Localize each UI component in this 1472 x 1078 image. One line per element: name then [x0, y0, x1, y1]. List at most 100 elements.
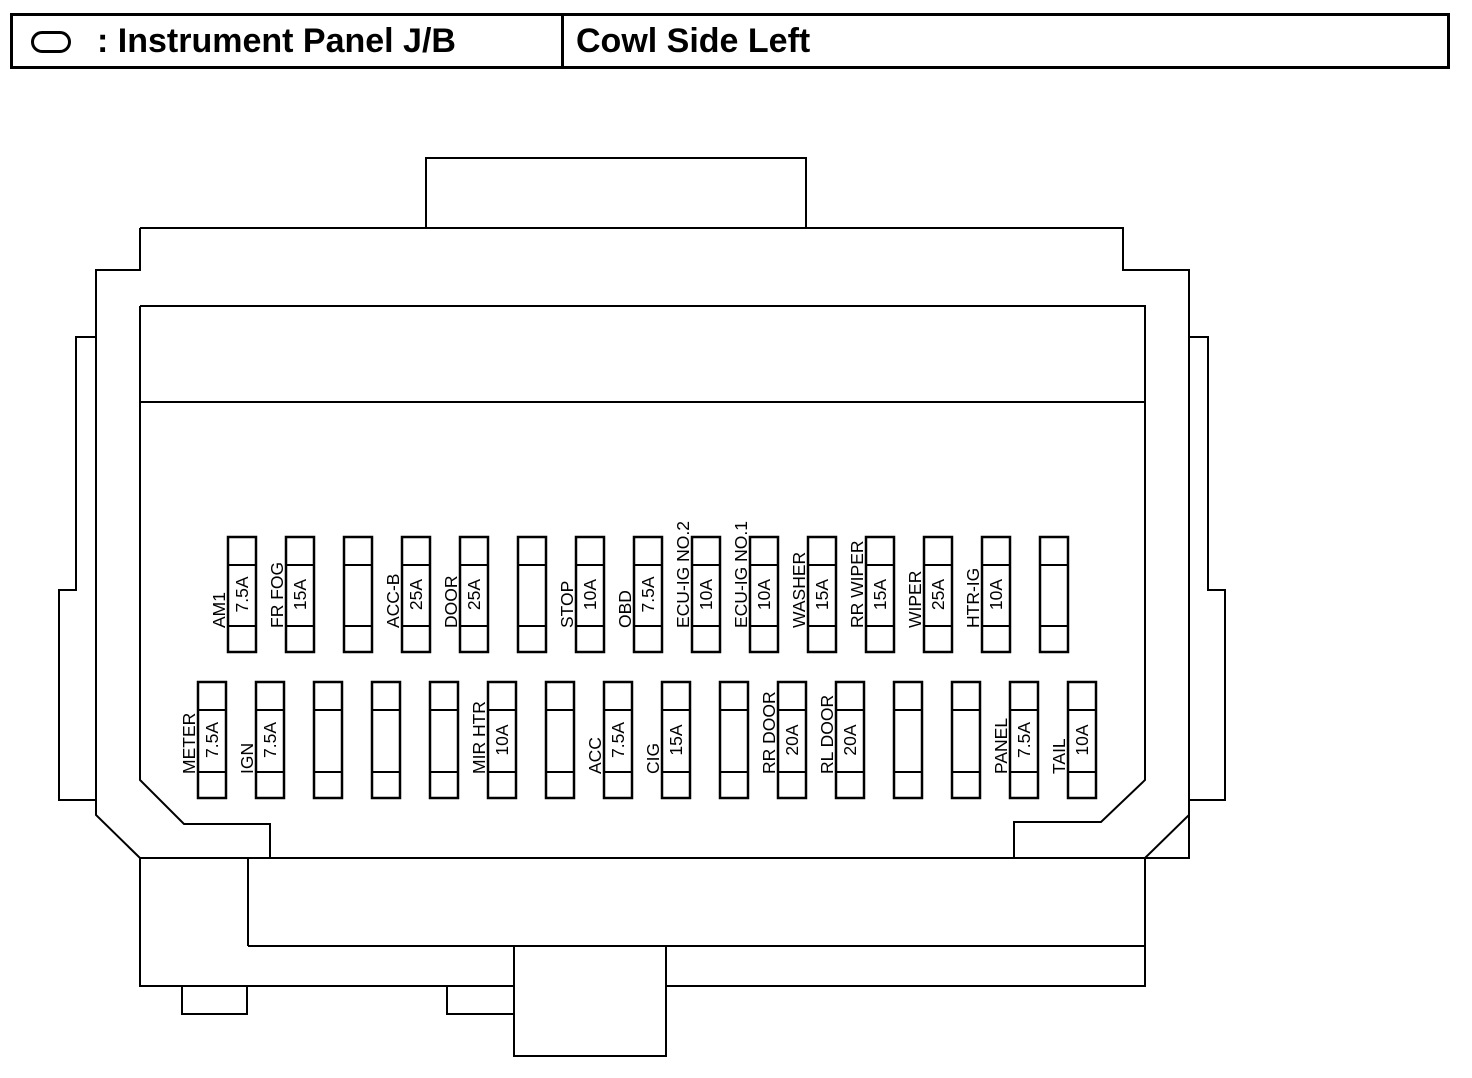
- fuse-rating: 7.5A: [260, 722, 280, 758]
- fuse-label: ACC-B: [383, 574, 403, 628]
- fuse-spare-fuses_bottom-14: [950, 680, 982, 800]
- header-location-cell: Cowl Side Left: [564, 16, 1447, 66]
- housing-bottom-section: [139, 858, 1146, 987]
- fuse-body: [922, 535, 954, 654]
- fuse-rating: 25A: [406, 579, 426, 610]
- fuse-rating: 7.5A: [232, 576, 252, 612]
- fuse-label: ECU-IG NO.2: [673, 521, 693, 628]
- fuse-label: CIG: [643, 743, 663, 774]
- fuse-rating: 20A: [840, 724, 860, 755]
- fuse-body: [458, 535, 490, 654]
- fuse-rating: 7.5A: [1014, 722, 1034, 758]
- fuse-rating: 10A: [1072, 724, 1092, 755]
- header-table: : Instrument Panel J/B Cowl Side Left: [10, 13, 1450, 69]
- fuse-label: WIPER: [905, 571, 925, 628]
- fuse-rating: 25A: [928, 579, 948, 610]
- fuse-label: WASHER: [789, 552, 809, 628]
- fuse-body: [892, 680, 924, 800]
- fuse-body: [980, 535, 1012, 654]
- housing-right-clip: [1189, 336, 1226, 801]
- fuse-body: [864, 535, 896, 654]
- fuse-body: [254, 680, 286, 800]
- fuse-body: [370, 680, 402, 800]
- fuse-rating: 15A: [290, 579, 310, 610]
- fuse-spare-fuses_bottom-10: [718, 680, 750, 800]
- fuse-spare-fuses_top-6: [516, 535, 548, 654]
- fuse-body: [312, 680, 344, 800]
- junction-block-name: : Instrument Panel J/B: [97, 21, 456, 60]
- fuse-body: [428, 680, 460, 800]
- housing-top-tab: [425, 157, 807, 229]
- fuse-label: ECU-IG NO.1: [731, 521, 751, 628]
- fuse-body: [834, 680, 866, 800]
- fuse-rating: 15A: [666, 724, 686, 755]
- fuse-body: [660, 680, 692, 800]
- fuse-rating: 25A: [464, 579, 484, 610]
- fuse-body: [574, 535, 606, 654]
- fuse-body: [602, 680, 634, 800]
- housing-inner-panel: [139, 305, 1146, 858]
- fuse-spare-fuses_bottom-3: [312, 680, 344, 800]
- fuse-label: TAIL: [1049, 738, 1069, 774]
- fuse-body: [284, 535, 316, 654]
- housing-left-clip: [58, 336, 96, 801]
- fuse-spare-fuses_top-3: [342, 535, 374, 654]
- fuse-spare-fuses_top-15: [1038, 535, 1070, 654]
- fuse-rating: 15A: [870, 579, 890, 610]
- fuse-body: [718, 680, 750, 800]
- fuse-body: [1038, 535, 1070, 654]
- oval-legend-icon: [31, 31, 71, 53]
- fuse-label: AM1: [209, 592, 229, 628]
- fuse-rating: 7.5A: [638, 576, 658, 612]
- fuse-body: [544, 680, 576, 800]
- fuse-label: METER: [179, 713, 199, 774]
- fuse-spare-fuses_bottom-7: [544, 680, 576, 800]
- fuse-label: PANEL: [991, 718, 1011, 774]
- fuse-body: [776, 680, 808, 800]
- junction-block-location: Cowl Side Left: [576, 21, 811, 60]
- fuse-body: [1066, 680, 1098, 800]
- fuse-body: [1008, 680, 1040, 800]
- header-legend-cell: : Instrument Panel J/B: [13, 16, 564, 66]
- fuse-label: RR WIPER: [847, 541, 867, 629]
- fuse-spare-fuses_bottom-13: [892, 680, 924, 800]
- fuse-label: HTR-IG: [963, 568, 983, 628]
- fuse-label: RR DOOR: [759, 691, 779, 774]
- fuse-label: OBD: [615, 590, 635, 628]
- fuse-body: [400, 535, 432, 654]
- fuse-rating: 7.5A: [608, 722, 628, 758]
- fuse-rating: 7.5A: [202, 722, 222, 758]
- housing-foot-center: [446, 986, 514, 1015]
- fuse-label: ACC: [585, 737, 605, 774]
- fuse-body: [690, 535, 722, 654]
- fuse-label: FR FOG: [267, 562, 287, 628]
- fuse-rating: 20A: [782, 724, 802, 755]
- fuse-body: [806, 535, 838, 654]
- fuse-body: [516, 535, 548, 654]
- fuse-body: [950, 680, 982, 800]
- fuse-body: [632, 535, 664, 654]
- fuse-body: [748, 535, 780, 654]
- fuse-rating: 10A: [986, 579, 1006, 610]
- fuse-body: [486, 680, 518, 800]
- fuse-label: IGN: [237, 743, 257, 774]
